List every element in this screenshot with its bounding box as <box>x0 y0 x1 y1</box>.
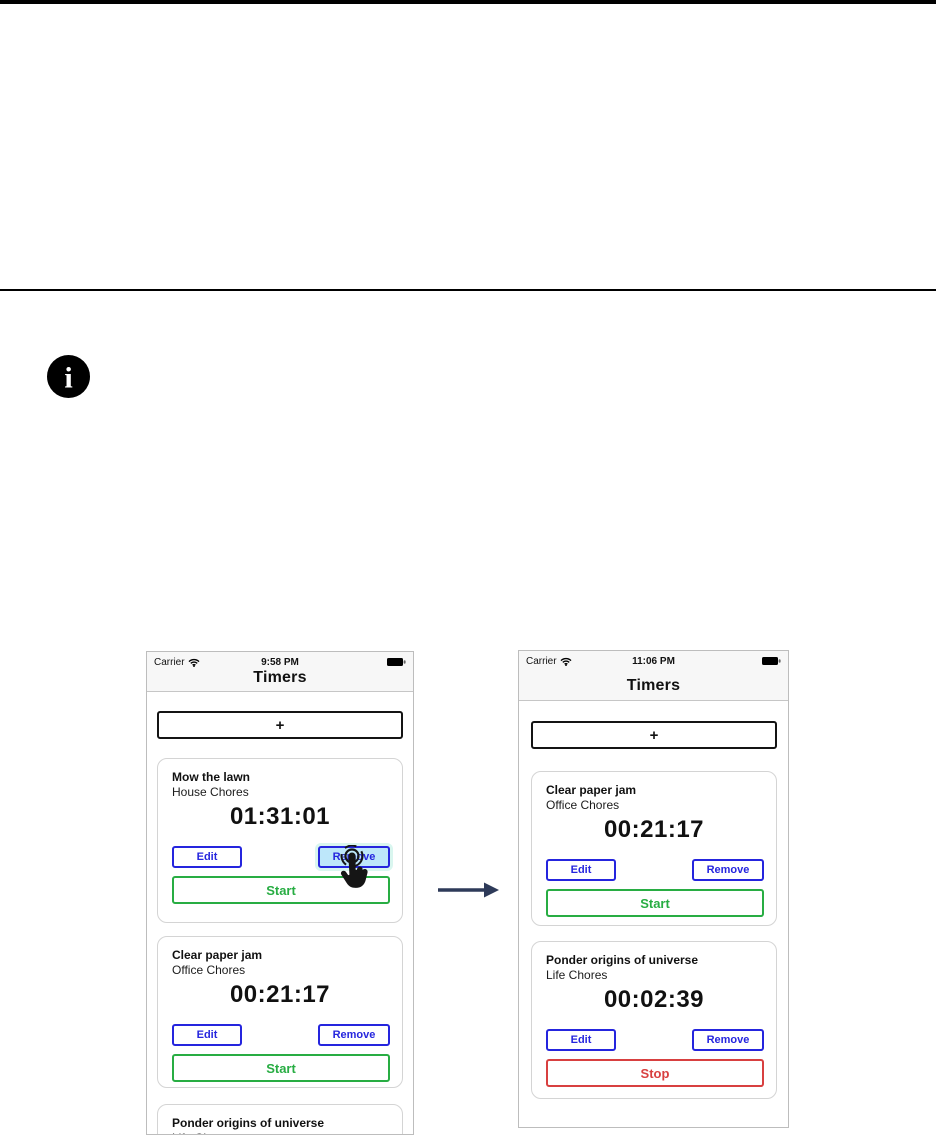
timer-card: Ponder origins of universe Life Chores 0… <box>531 941 777 1099</box>
stop-button[interactable]: Stop <box>546 1059 764 1087</box>
timer-card: Mow the lawn House Chores 01:31:01 Edit … <box>157 758 403 923</box>
timer-countdown: 00:21:17 <box>603 816 705 843</box>
section-divider-rule <box>0 289 936 291</box>
status-time: 11:06 PM <box>632 655 675 667</box>
timer-category: Life Chores <box>546 968 608 982</box>
edit-button[interactable]: Edit <box>546 1029 616 1051</box>
page-title: Timers <box>253 669 307 686</box>
add-timer-button[interactable]: + <box>531 721 777 749</box>
timer-card: Clear paper jam Office Chores 00:21:17 E… <box>157 936 403 1088</box>
timer-name: Ponder origins of universe <box>172 1116 325 1130</box>
phone-screenshot-before: Carrier 9:58 PM Timers + Mow the lawn Ho… <box>146 651 414 1135</box>
timer-name: Clear paper jam <box>172 948 263 962</box>
timer-category: House Chores <box>172 785 249 799</box>
page-title: Timers <box>626 677 681 694</box>
carrier-label: Carrier <box>154 656 185 668</box>
add-timer-button[interactable]: + <box>157 711 403 739</box>
timer-name: Ponder origins of universe <box>546 953 699 967</box>
timer-countdown: 01:31:01 <box>229 803 331 830</box>
edit-button[interactable]: Edit <box>172 846 242 868</box>
timer-card: Ponder origins of universe Life Chores <box>157 1104 403 1134</box>
carrier-label: Carrier <box>526 655 557 667</box>
svg-text:i: i <box>64 360 72 394</box>
remove-button[interactable]: Remove <box>318 1024 390 1046</box>
timer-card: Clear paper jam Office Chores 00:21:17 E… <box>531 771 777 926</box>
timer-category: Life Chores <box>172 1131 233 1134</box>
remove-button[interactable]: Remove <box>692 859 764 881</box>
battery-icon <box>387 658 406 666</box>
remove-button[interactable]: Remove <box>692 1029 764 1051</box>
status-time: 9:58 PM <box>261 656 299 668</box>
navbar: Carrier 9:58 PM Timers <box>147 652 413 692</box>
timer-countdown: 00:21:17 <box>229 981 331 1008</box>
timer-category: Office Chores <box>546 798 620 812</box>
timer-name: Clear paper jam <box>546 783 637 797</box>
status-bar: Carrier 9:58 PM <box>147 655 413 669</box>
tap-gesture-icon <box>340 845 368 888</box>
timer-category: Office Chores <box>172 963 246 977</box>
start-button[interactable]: Start <box>172 1054 390 1082</box>
edit-button[interactable]: Edit <box>546 859 616 881</box>
arrow-right-icon <box>438 882 499 898</box>
phone-screenshot-after: Carrier 11:06 PM Timers + Clear paper ja… <box>518 650 789 1128</box>
navbar: Carrier 11:06 PM Timers <box>519 651 788 701</box>
info-circle-icon: i <box>47 355 90 398</box>
timer-name: Mow the lawn <box>172 770 250 784</box>
timer-countdown: 00:02:39 <box>603 986 705 1013</box>
wifi-icon <box>560 657 572 666</box>
edit-button[interactable]: Edit <box>172 1024 242 1046</box>
status-bar: Carrier 11:06 PM <box>519 654 788 668</box>
battery-icon <box>762 657 781 665</box>
start-button[interactable]: Start <box>546 889 764 917</box>
page-top-rule <box>0 0 936 4</box>
wifi-icon <box>188 658 200 667</box>
